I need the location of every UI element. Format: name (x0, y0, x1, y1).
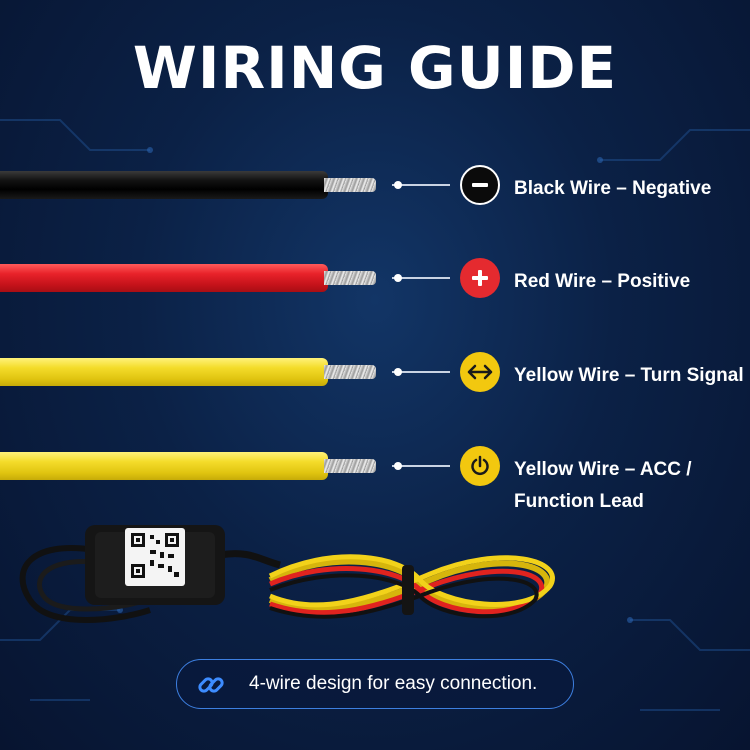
red-wire (0, 264, 328, 292)
double-arrow-icon (460, 352, 500, 392)
wire-row-yellow-turn: Yellow Wire – Turn Signal (0, 352, 750, 392)
copper-strand (324, 365, 376, 379)
connector-line (392, 277, 450, 279)
connector-line (392, 465, 450, 467)
wire-row-red: Red Wire – Positive (0, 258, 750, 298)
connector-dot (394, 274, 402, 282)
wire-label-line: Red Wire – Positive (514, 271, 691, 292)
footer-note: 4-wire design for easy connection. (176, 659, 574, 709)
wire-label: Yellow Wire – Turn Signal (514, 360, 744, 392)
connector-dot (394, 462, 402, 470)
minus-icon (460, 165, 500, 205)
connector-dot (394, 181, 402, 189)
wire-label-line: Yellow Wire – Turn Signal (514, 365, 744, 386)
yellow-wire (0, 452, 328, 480)
black-wire (0, 171, 328, 199)
wire-label: Black Wire – Negative (514, 173, 744, 205)
footer-text: 4-wire design for easy connection. (249, 673, 538, 694)
connector-line (392, 184, 450, 186)
wiring-harness-device (19, 525, 555, 623)
yellow-wire (0, 358, 328, 386)
power-icon (460, 446, 500, 486)
wire-label-line: Black Wire – Negative (514, 178, 712, 199)
wire-label-line: Function Lead (514, 491, 644, 512)
copper-strand (324, 271, 376, 285)
page-title: WIRING GUIDE (132, 34, 618, 102)
link-chain-icon (198, 677, 224, 693)
wire-label: Yellow Wire – ACC / Function Lead (514, 454, 744, 518)
wire-row-black: Black Wire – Negative (0, 165, 750, 205)
connector-dot (394, 368, 402, 376)
wire-row-yellow-acc: Yellow Wire – ACC / Function Lead (0, 446, 750, 512)
connector-line (392, 371, 450, 373)
wire-label-line: Yellow Wire – ACC / (514, 459, 692, 480)
wire-label: Red Wire – Positive (514, 266, 744, 298)
plus-icon (460, 258, 500, 298)
copper-strand (324, 178, 376, 192)
copper-strand (324, 459, 376, 473)
